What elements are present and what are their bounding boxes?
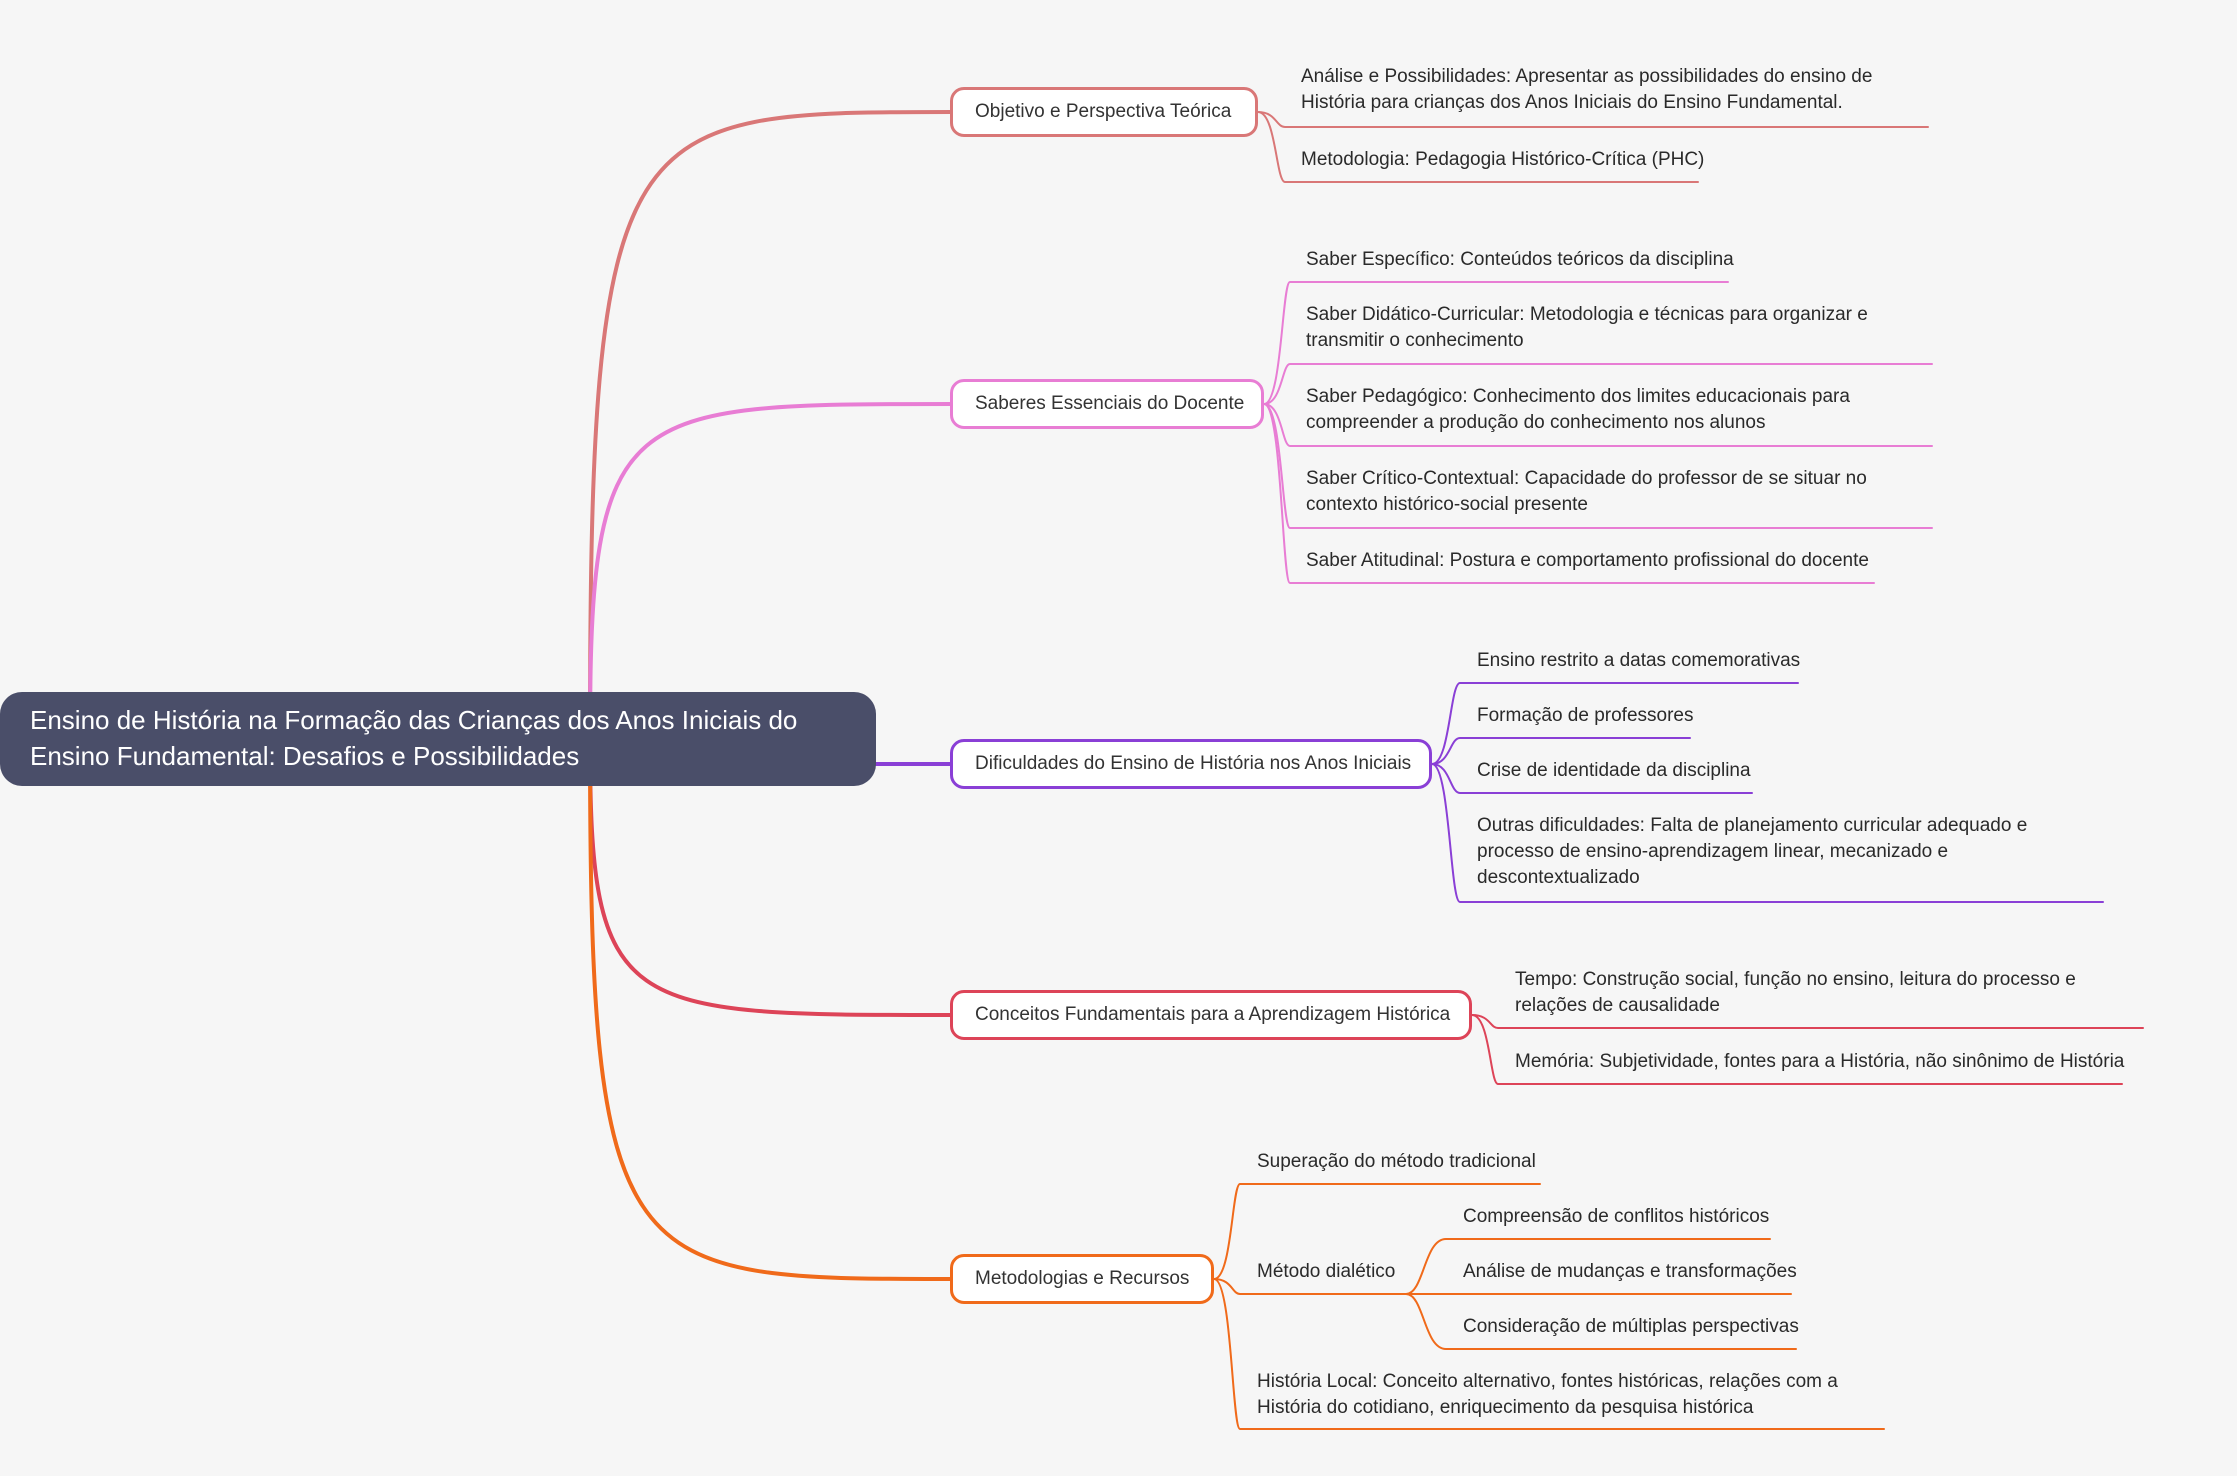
branch-conceitos[interactable]: Conceitos Fundamentais para a Aprendizag… bbox=[950, 990, 1472, 1040]
leaf-line: Ensino restrito a datas comemorativas bbox=[1477, 650, 1801, 671]
connector-analise bbox=[1257, 111, 1929, 128]
leaf-tempo[interactable]: Tempo: Construção social, função no ensi… bbox=[1515, 967, 2076, 1019]
connector-superacao bbox=[1213, 1183, 1541, 1280]
branch-objetivo-label: Objetivo e Perspectiva Teórica bbox=[975, 101, 1232, 122]
leaf-line: processo de ensino-aprendizagem linear, … bbox=[1477, 841, 1949, 862]
trunk-saberes bbox=[588, 402, 954, 741]
leaf-line: Crise de identidade da disciplina bbox=[1477, 760, 1751, 781]
connector-dificuldades-0 bbox=[1431, 682, 1799, 765]
branch-saberes[interactable]: Saberes Essenciais do Docente bbox=[950, 379, 1264, 429]
leaf-line: História para crianças dos Anos Iniciais… bbox=[1301, 92, 1843, 113]
leaf-line: Compreensão de conflitos históricos bbox=[1463, 1206, 1770, 1227]
connector-dificuldades-3 bbox=[1431, 763, 2104, 903]
leaf-line: Análise e Possibilidades: Apresentar as … bbox=[1301, 66, 1873, 87]
connector-dificuldades-1 bbox=[1431, 737, 1691, 765]
leaf-analise-possibilidades[interactable]: Análise e Possibilidades: Apresentar as … bbox=[1301, 64, 1872, 116]
leaf-line: compreender a produção do conhecimento n… bbox=[1306, 412, 1766, 433]
central-topic[interactable]: Ensino de História na Formação das Crian… bbox=[0, 692, 876, 786]
central-topic-line-1: Ensino de História na Formação das Crian… bbox=[30, 705, 798, 735]
connector-saberes-1 bbox=[1263, 363, 1933, 405]
trunk-conceitos bbox=[588, 737, 954, 1017]
leaf-outras-dificuldades[interactable]: Outras dificuldades: Falta de planejamen… bbox=[1477, 813, 2027, 891]
connector-metodologia bbox=[1257, 111, 1699, 183]
connector-saberes-2 bbox=[1263, 403, 1933, 447]
leaf-saber-especifico[interactable]: Saber Específico: Conteúdos teóricos da … bbox=[1306, 247, 1734, 273]
branch-metodologias-label: Metodologias e Recursos bbox=[975, 1268, 1190, 1289]
leaf-line: Método dialético bbox=[1257, 1261, 1396, 1282]
leaf-line: História do cotidiano, enriquecimento da… bbox=[1257, 1397, 1754, 1418]
trunk-metodologias bbox=[588, 737, 954, 1281]
leaf-saber-pedagogico[interactable]: Saber Pedagógico: Conhecimento dos limit… bbox=[1306, 384, 1850, 436]
central-topic-line-2: Ensino Fundamental: Desafios e Possibili… bbox=[30, 741, 580, 771]
connector-saberes-4 bbox=[1263, 403, 1875, 584]
connector-dialetico bbox=[1213, 1278, 1407, 1295]
leaf-mudancas-transformacoes[interactable]: Análise de mudanças e transformações bbox=[1463, 1259, 1797, 1285]
leaf-historia-local[interactable]: História Local: Conceito alternativo, fo… bbox=[1257, 1369, 1838, 1421]
branch-dificuldades-label: Dificuldades do Ensino de História nos A… bbox=[975, 753, 1412, 774]
branch-objetivo[interactable]: Objetivo e Perspectiva Teórica bbox=[950, 87, 1258, 137]
branch-conceitos-label: Conceitos Fundamentais para a Aprendizag… bbox=[975, 1004, 1451, 1025]
leaf-line: contexto histórico-social presente bbox=[1306, 494, 1588, 515]
connector-conflitos bbox=[1405, 1238, 1771, 1295]
connector-tempo bbox=[1471, 1014, 2144, 1029]
leaf-line: Saber Atitudinal: Postura e comportament… bbox=[1306, 550, 1869, 571]
leaf-line: Formação de professores bbox=[1477, 705, 1694, 726]
connector-saberes-0 bbox=[1263, 281, 1729, 405]
leaf-memoria[interactable]: Memória: Subjetividade, fontes para a Hi… bbox=[1515, 1049, 2124, 1075]
leaf-metodologia-phc[interactable]: Metodologia: Pedagogia Histórico-Crítica… bbox=[1301, 147, 1704, 173]
leaf-metodo-dialetico[interactable]: Método dialético bbox=[1257, 1259, 1395, 1285]
leaf-saber-critico[interactable]: Saber Crítico-Contextual: Capacidade do … bbox=[1306, 466, 1867, 518]
connector-dificuldades-2 bbox=[1431, 763, 1753, 794]
leaf-line: Memória: Subjetividade, fontes para a Hi… bbox=[1515, 1051, 2125, 1072]
leaf-saber-atitudinal[interactable]: Saber Atitudinal: Postura e comportament… bbox=[1306, 548, 1869, 574]
trunk-objetivo bbox=[588, 110, 954, 741]
leaf-multiplas-perspectivas[interactable]: Consideração de múltiplas perspectivas bbox=[1463, 1314, 1799, 1340]
leaf-formacao-professores[interactable]: Formação de professores bbox=[1477, 703, 1694, 729]
leaf-datas-comemorativas[interactable]: Ensino restrito a datas comemorativas bbox=[1477, 648, 1800, 674]
leaf-line: Análise de mudanças e transformações bbox=[1463, 1261, 1797, 1282]
connector-perspectivas bbox=[1405, 1293, 1797, 1350]
leaf-line: Tempo: Construção social, função no ensi… bbox=[1515, 969, 2076, 990]
leaf-line: Superação do método tradicional bbox=[1257, 1151, 1536, 1172]
leaf-superacao-metodo[interactable]: Superação do método tradicional bbox=[1257, 1149, 1536, 1175]
leaf-crise-identidade[interactable]: Crise de identidade da disciplina bbox=[1477, 758, 1751, 784]
branch-metodologias[interactable]: Metodologias e Recursos bbox=[950, 1254, 1214, 1304]
leaf-saber-didatico[interactable]: Saber Didático-Curricular: Metodologia e… bbox=[1306, 302, 1868, 354]
connector-memoria bbox=[1471, 1014, 2123, 1085]
leaf-line: Metodologia: Pedagogia Histórico-Crítica… bbox=[1301, 149, 1705, 170]
leaf-line: transmitir o conhecimento bbox=[1306, 330, 1524, 351]
leaf-line: descontextualizado bbox=[1477, 867, 1640, 888]
leaf-line: Outras dificuldades: Falta de planejamen… bbox=[1477, 815, 2028, 836]
branch-saberes-label: Saberes Essenciais do Docente bbox=[975, 393, 1245, 414]
leaf-line: Consideração de múltiplas perspectivas bbox=[1463, 1316, 1799, 1337]
branch-dificuldades[interactable]: Dificuldades do Ensino de História nos A… bbox=[950, 739, 1432, 789]
connector-historia-local bbox=[1213, 1278, 1885, 1430]
leaf-line: Saber Pedagógico: Conhecimento dos limit… bbox=[1306, 386, 1850, 407]
leaf-line: relações de causalidade bbox=[1515, 995, 1720, 1016]
leaf-line: Saber Didático-Curricular: Metodologia e… bbox=[1306, 304, 1868, 325]
leaf-line: Saber Específico: Conteúdos teóricos da … bbox=[1306, 249, 1734, 270]
leaf-line: Saber Crítico-Contextual: Capacidade do … bbox=[1306, 468, 1867, 489]
leaf-conflitos-historicos[interactable]: Compreensão de conflitos históricos bbox=[1463, 1204, 1769, 1230]
leaf-line: História Local: Conceito alternativo, fo… bbox=[1257, 1371, 1838, 1392]
